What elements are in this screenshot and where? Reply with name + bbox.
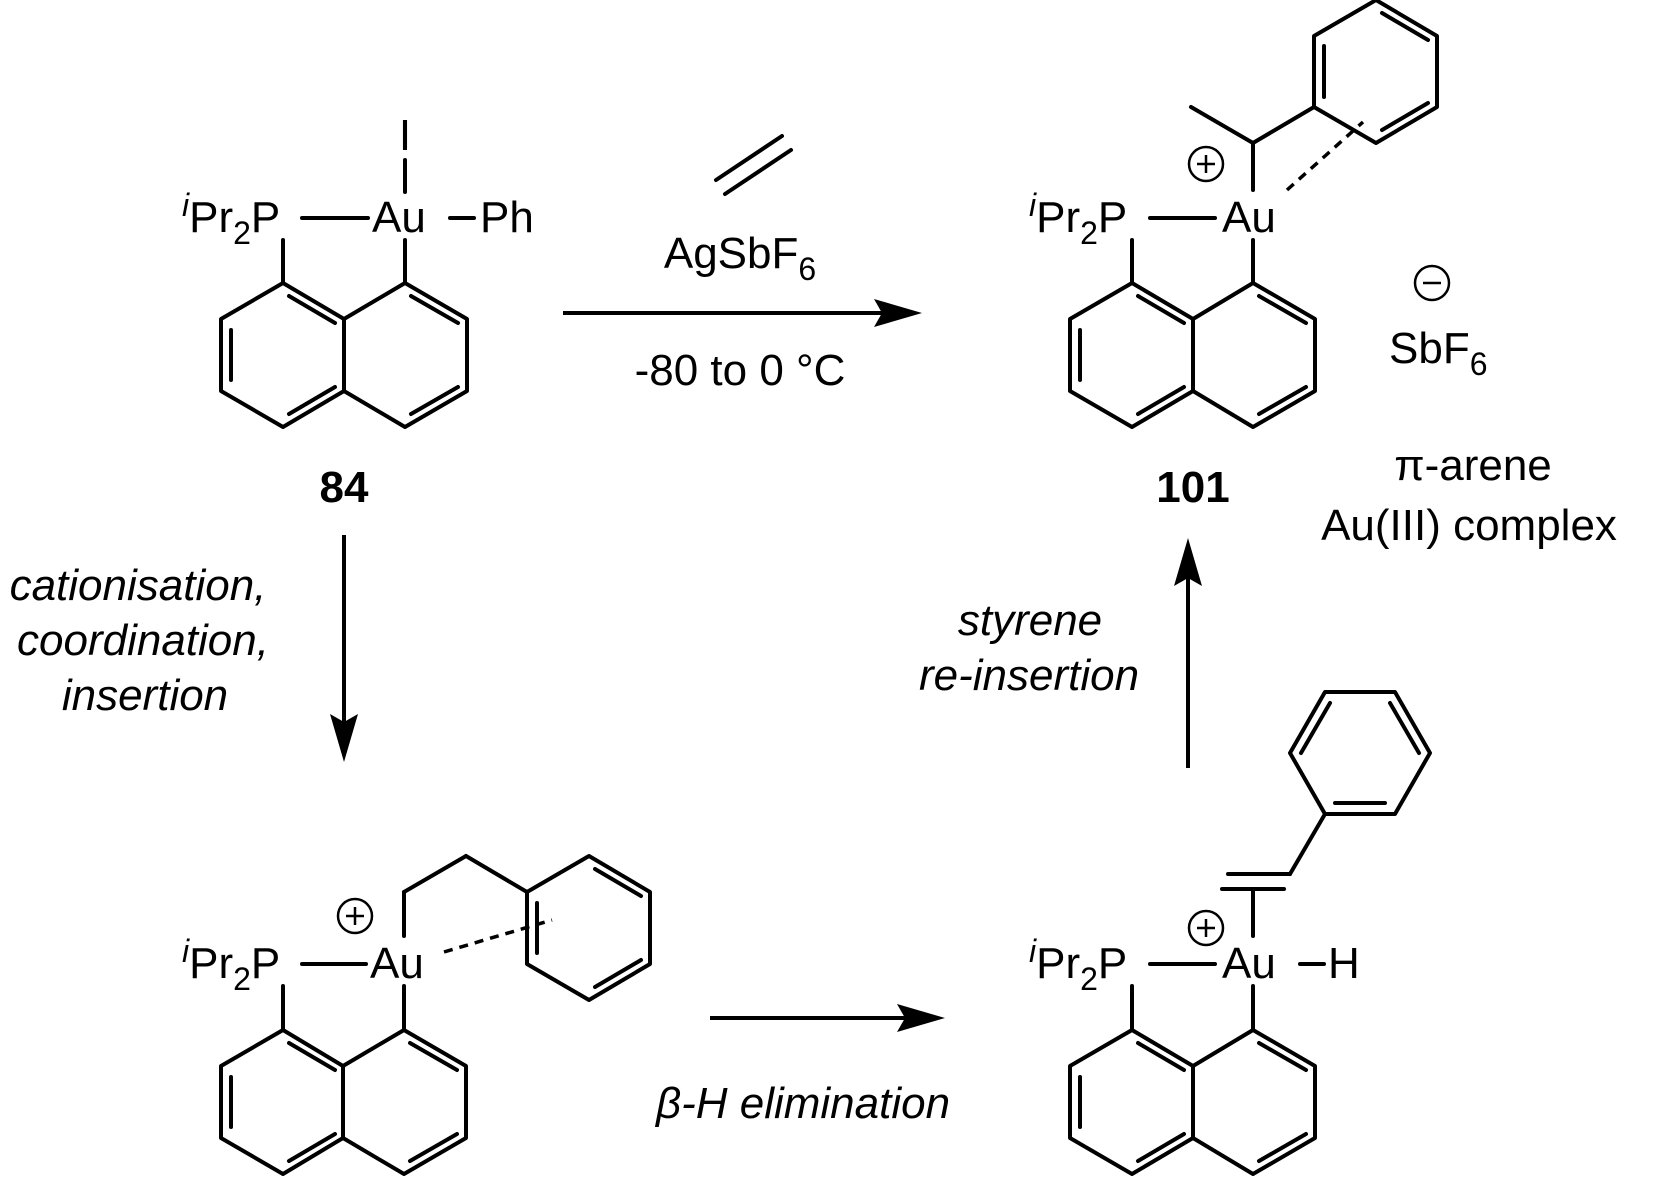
compound-label-101: 101	[1156, 463, 1229, 512]
reaction-arrow-up: styrene re-insertion	[919, 538, 1202, 768]
svg-text:iPr2P: iPr2P	[1029, 933, 1127, 997]
svg-text:iPr2P: iPr2P	[182, 187, 280, 251]
step1-label-line2: coordination,	[17, 616, 269, 665]
gold-atom: Au	[370, 939, 424, 988]
pi-arene-interaction	[1285, 120, 1365, 192]
hydride-ligand: H	[1328, 939, 1360, 988]
phosphorus-atom: P	[1098, 193, 1127, 242]
pi-arene-interaction	[443, 918, 553, 954]
step1-label-line1: cationisation,	[10, 561, 267, 610]
methyl-bond	[1189, 105, 1255, 145]
complex-description-line2: Au(III) complex	[1321, 501, 1617, 550]
phenyl-ligand: Ph	[480, 193, 534, 242]
ligand-count: 2	[233, 215, 251, 251]
arrow-head	[874, 299, 922, 327]
reaction-arrow-down: cationisation, coordination, insertion	[10, 535, 358, 762]
compound-label-84: 84	[320, 463, 369, 512]
compound-101: iPr2P Au	[1029, 0, 1617, 550]
reagent-agsbf6: AgSbF6	[664, 229, 816, 287]
naphthalene-ring	[1068, 281, 1317, 429]
styrene-ligand	[1220, 690, 1432, 891]
step2-label: β-H elimination	[654, 1079, 950, 1128]
intermediate-insertion: iPr2P Au	[182, 854, 652, 1176]
phenyl-ring	[525, 854, 652, 1002]
positive-charge-icon	[1187, 909, 1225, 947]
step1-label-line3: insertion	[62, 671, 228, 720]
reaction-arrow-bottom: β-H elimination	[654, 1004, 950, 1128]
naphthalene-ring	[219, 281, 469, 429]
arrow-head	[1174, 538, 1202, 586]
reaction-arrow-top: AgSbF6 -80 to 0 °C	[563, 134, 922, 395]
phosphorus-atom: P	[251, 939, 280, 988]
gold-atom: Au	[1222, 939, 1276, 988]
step3-label-line1: styrene	[958, 596, 1102, 645]
naphthalene-ring	[219, 1028, 468, 1176]
svg-text:iPr2P: iPr2P	[182, 933, 280, 997]
positive-charge-icon	[336, 897, 374, 935]
arrow-head	[897, 1004, 945, 1032]
phosphorus-atom: P	[251, 193, 280, 242]
phenyl-ring	[1312, 0, 1439, 145]
negative-charge-icon	[1413, 264, 1451, 302]
phosphorus-atom: P	[1098, 939, 1127, 988]
step3-label-line2: re-insertion	[919, 651, 1139, 700]
gold-atom: Au	[1222, 193, 1276, 242]
temperature-condition: -80 to 0 °C	[635, 346, 846, 395]
naphthalene-ring	[1068, 1028, 1317, 1176]
arrow-head	[330, 714, 358, 762]
ligand-core: Pr	[189, 193, 233, 242]
positive-charge-icon	[1187, 145, 1225, 183]
ethylene-icon	[714, 134, 784, 182]
svg-text:iPr2P: iPr2P	[1029, 187, 1127, 251]
gold-atom: Au	[372, 193, 426, 242]
intermediate-hydride: iPr2P Au H	[1029, 690, 1432, 1176]
ligand-prefix: i	[182, 187, 190, 223]
complex-description-line1: π-arene	[1394, 441, 1552, 490]
compound-84: iPr2P Au I Ph 84	[182, 111, 534, 512]
iodide-ligand: I	[399, 111, 411, 160]
counterion-sbf6: SbF6	[1389, 324, 1488, 382]
